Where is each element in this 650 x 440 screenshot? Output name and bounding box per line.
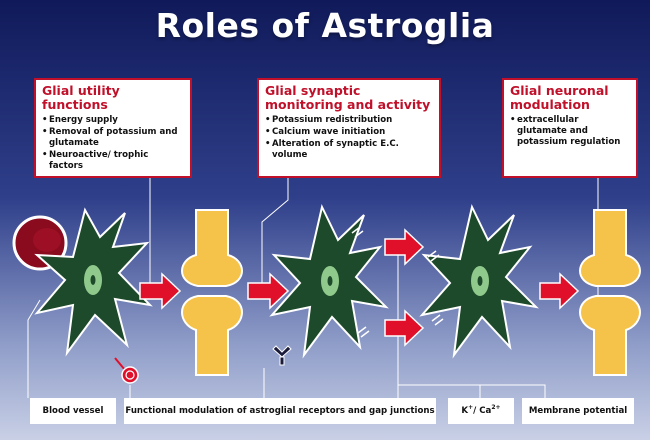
leader-panel1 bbox=[149, 178, 175, 291]
panel-utility-heading: Glial utility functions bbox=[42, 83, 120, 112]
synapse-1 bbox=[181, 209, 243, 376]
ion-ca: / Ca bbox=[473, 406, 492, 416]
arrow-2 bbox=[247, 272, 290, 310]
arrow-5 bbox=[539, 272, 580, 310]
panel-utility-functions: Glial utility functions Energy supply Re… bbox=[34, 78, 192, 178]
panel-synaptic-heading: Glial synaptic monitoring and activity bbox=[265, 83, 431, 112]
panel-utility-item: Removal of potassium and glutamate bbox=[42, 127, 184, 149]
astrocyte-1 bbox=[34, 207, 153, 357]
panel-utility-list: Energy supply Removal of potassium and g… bbox=[42, 115, 184, 172]
arrow-4 bbox=[384, 309, 425, 347]
panel-neuronal-heading: Glial neuronal modulation bbox=[510, 83, 609, 112]
astrocyte-3 bbox=[419, 204, 539, 359]
panel-synaptic-item: Potassium redistribution bbox=[265, 115, 433, 126]
panel-utility-item: Energy supply bbox=[42, 115, 184, 126]
page-title: Roles of Astroglia bbox=[155, 6, 495, 45]
label-receptor-modulation: Functional modulation of astroglial rece… bbox=[124, 398, 436, 424]
panel-neuronal-item: extracellular glutamate and potassium re… bbox=[510, 115, 630, 148]
arrow-1 bbox=[139, 272, 182, 310]
leader-membrane bbox=[398, 384, 546, 398]
panel-neuronal-modulation: Glial neuronal modulation extracellular … bbox=[502, 78, 638, 178]
leader-blood-vessel bbox=[27, 299, 41, 398]
ion-ca-charge: 2+ bbox=[491, 404, 501, 412]
panel-neuronal-list: extracellular glutamate and potassium re… bbox=[510, 115, 630, 148]
arrow-3 bbox=[384, 228, 425, 266]
neuronal-receptor-icon bbox=[272, 345, 292, 366]
panel-synaptic-list: Potassium redistribution Calcium wave in… bbox=[265, 115, 433, 161]
label-membrane-potential: Membrane potential bbox=[522, 398, 634, 424]
leader-ions-branch bbox=[398, 384, 481, 398]
label-blood-vessel: Blood vessel bbox=[30, 398, 116, 424]
leader-panel2 bbox=[261, 178, 289, 291]
panel-synaptic-item: Calcium wave initiation bbox=[265, 127, 433, 138]
panel-synaptic-monitoring: Glial synaptic monitoring and activity P… bbox=[257, 78, 441, 178]
ion-k: K bbox=[461, 406, 469, 416]
astrocyte-2 bbox=[269, 204, 389, 359]
label-ions: K+/ Ca2+ bbox=[448, 398, 514, 424]
panel-synaptic-item: Alteration of synaptic E.C. volume bbox=[265, 139, 433, 161]
panel-utility-item: Neuroactive/ trophic factors bbox=[42, 150, 184, 172]
glial-receptor-icon bbox=[114, 357, 139, 384]
synapse-2 bbox=[579, 209, 641, 376]
ion-k-charge: + bbox=[468, 404, 474, 412]
